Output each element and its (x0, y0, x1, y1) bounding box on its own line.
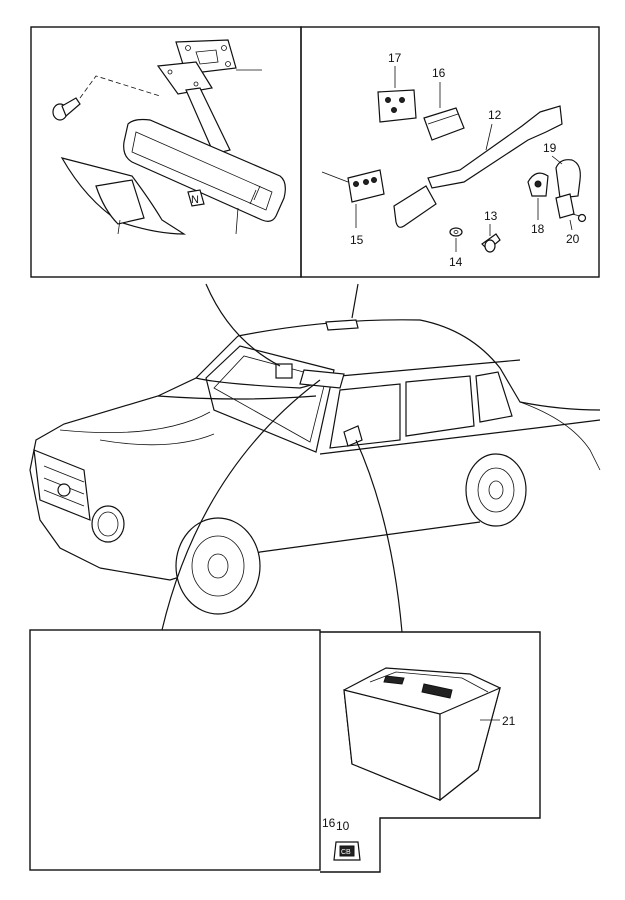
part-13-screw: 13 (481, 209, 501, 253)
part-20-nut: 20 (555, 193, 587, 246)
part-10-clip: 16 10 CB (322, 816, 361, 861)
callout-10: 10 (336, 819, 350, 833)
part-15-switch-plate: 15 (321, 169, 385, 247)
sun-visor (60, 157, 187, 235)
part-14-washer: 14 (449, 227, 463, 269)
mirror-bracket (156, 61, 231, 155)
callout-14: 14 (449, 255, 463, 269)
clip-label: CB (341, 849, 351, 856)
dashed-leader (79, 75, 161, 99)
part-18-bracket: 18 (527, 172, 549, 236)
car-mirror-location (275, 363, 293, 379)
callout-16b: 16 (322, 816, 336, 830)
car-illustration (29, 319, 601, 615)
car-front-wheel (175, 517, 261, 615)
car-headlamp (91, 505, 125, 543)
callout-16: 16 (432, 66, 446, 80)
leader-ashtray (355, 439, 403, 633)
panel-empty (29, 629, 321, 871)
panel-rear-view-mirror: N (30, 26, 302, 278)
panel-ashtray: 21 16 10 CB (320, 631, 541, 873)
car-ashtray-location (343, 425, 363, 447)
callout-19: 19 (543, 141, 557, 155)
panel-frame-ashtray (320, 631, 541, 873)
part-21-ashtray: 21 (343, 667, 516, 802)
callout-15: 15 (350, 233, 364, 247)
part-17-lamp-holder: 17 (377, 51, 417, 123)
leader-lamp (351, 283, 359, 319)
callout-20: 20 (566, 232, 580, 246)
callout-13: 13 (484, 209, 498, 223)
car-visor-location (299, 369, 345, 389)
car-rear-wheel (465, 453, 527, 527)
leader-visor (161, 379, 321, 631)
leader-mirror (205, 283, 281, 367)
mirror-screw (52, 97, 81, 121)
part-16-lens: 16 (423, 66, 465, 141)
car-lamp-location (325, 319, 359, 331)
callout-17: 17 (388, 51, 402, 65)
part-19-clip: 19 (543, 141, 581, 199)
mirror-glass: N (123, 118, 286, 235)
callout-12: 12 (488, 108, 502, 122)
callout-18: 18 (531, 222, 545, 236)
panel-frame-lamp (300, 26, 600, 278)
car-front-grille (33, 449, 91, 521)
part-12-lamp-arm: 12 (393, 105, 563, 228)
callout-21: 21 (502, 714, 516, 728)
panel-interior-lamp: 17 16 12 15 (300, 26, 600, 278)
mirror-badge: N (191, 194, 199, 206)
